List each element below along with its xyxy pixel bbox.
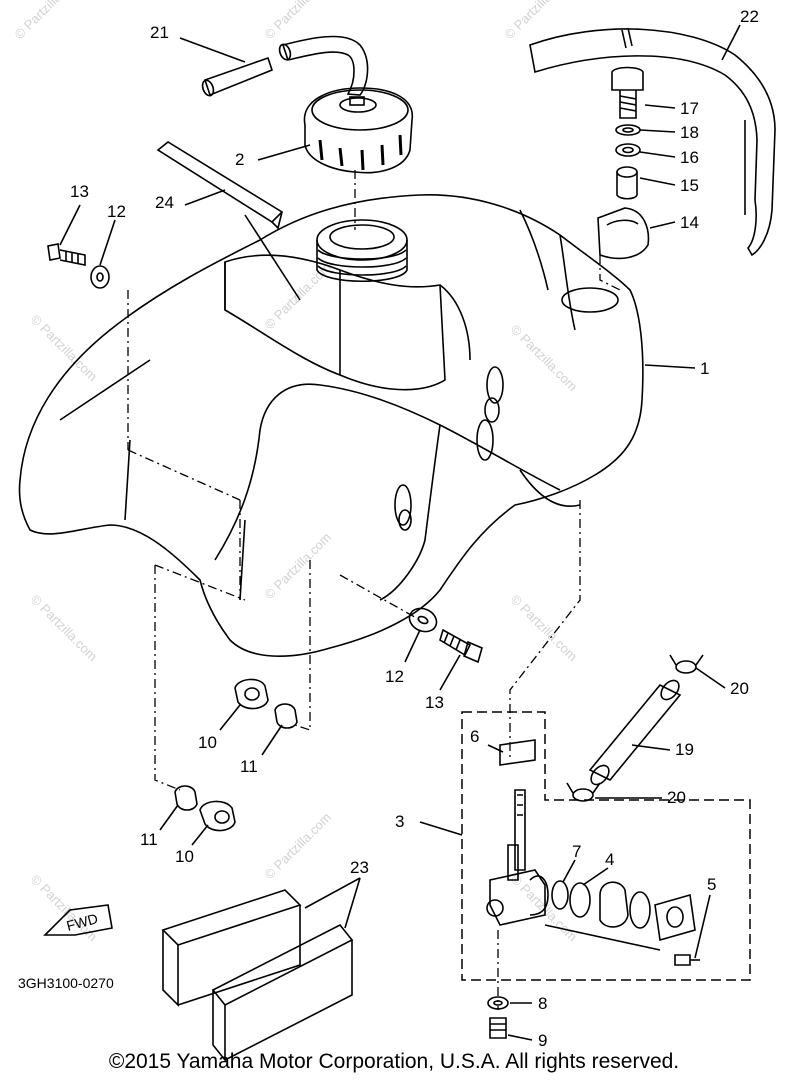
filler-neck	[316, 219, 408, 282]
callout-labels: 21 22 2 24 13 12 17 18 16 15 14 1 12 13 …	[18, 7, 759, 1050]
callout-13-top: 13	[70, 182, 89, 201]
callout-24: 24	[155, 193, 174, 212]
watermark: © Partzilla.com	[262, 530, 335, 603]
part-23-foam-blocks	[161, 889, 354, 1063]
part-22-tank-band	[529, 27, 776, 257]
callout-10-upper: 10	[198, 733, 217, 752]
parts-10-11-dampers	[174, 678, 298, 832]
fwd-direction-arrow: FWD	[43, 904, 113, 936]
callout-5: 5	[707, 875, 716, 894]
callout-7: 7	[572, 842, 581, 861]
watermark: © Partzilla.com	[262, 0, 335, 42]
watermark: © Partzilla.com	[508, 592, 581, 665]
callout-1: 1	[700, 359, 709, 378]
watermarks: © Partzilla.com © Partzilla.com © Partzi…	[12, 0, 581, 944]
callout-11-lower: 11	[140, 830, 158, 849]
callout-20-upper: 20	[730, 679, 749, 698]
callout-10-lower: 10	[175, 847, 194, 866]
callout-12-top: 12	[107, 202, 126, 221]
callout-16: 16	[680, 148, 699, 167]
part-2-fuel-cap	[303, 87, 413, 174]
watermark: © Partzilla.com	[12, 0, 85, 42]
part-24-gasket-strip	[156, 141, 284, 230]
part-1-fuel-tank	[18, 194, 644, 657]
callout-14: 14	[680, 213, 699, 232]
copyright-notice: ©2015 Yamaha Motor Corporation, U.S.A. A…	[108, 1050, 680, 1073]
callout-17: 17	[680, 99, 699, 118]
callout-18: 18	[680, 123, 699, 142]
callout-2: 2	[235, 150, 244, 169]
assembly-guide-lines	[127, 170, 621, 791]
callout-19: 19	[675, 740, 694, 759]
callout-3: 3	[395, 812, 404, 831]
callout-13-lower: 13	[425, 693, 444, 712]
callout-6: 6	[470, 727, 479, 746]
callout-20-lower: 20	[667, 788, 686, 807]
parts-12-13-top-left-bolt-washer	[47, 243, 110, 289]
watermark: © Partzilla.com	[262, 810, 335, 883]
leader-lines	[59, 24, 741, 1041]
callout-21: 21	[150, 23, 169, 42]
watermark: © Partzilla.com	[28, 592, 101, 665]
callout-8: 8	[538, 994, 547, 1013]
part-21-vent-hose	[201, 35, 369, 97]
part-3-fuel-cock-assembly	[461, 711, 751, 981]
callout-11-upper: 11	[240, 757, 258, 776]
parts-8-9-drain-screw-washer	[487, 930, 509, 1039]
diagram-code: 3GH3100-0270	[18, 975, 114, 991]
parts-12-13-lower-bolt-washer	[408, 607, 483, 664]
fwd-label: FWD	[65, 910, 100, 934]
callout-23: 23	[350, 858, 369, 877]
callout-22: 22	[740, 7, 759, 26]
callout-9: 9	[538, 1031, 547, 1050]
parts-19-20-fuel-hose-clamps	[566, 654, 704, 802]
callout-12-lower: 12	[385, 667, 404, 686]
callout-15: 15	[680, 176, 699, 195]
callout-4: 4	[605, 850, 614, 869]
parts-14-18-mounting-hardware	[597, 66, 650, 260]
watermark: © Partzilla.com	[508, 322, 581, 395]
